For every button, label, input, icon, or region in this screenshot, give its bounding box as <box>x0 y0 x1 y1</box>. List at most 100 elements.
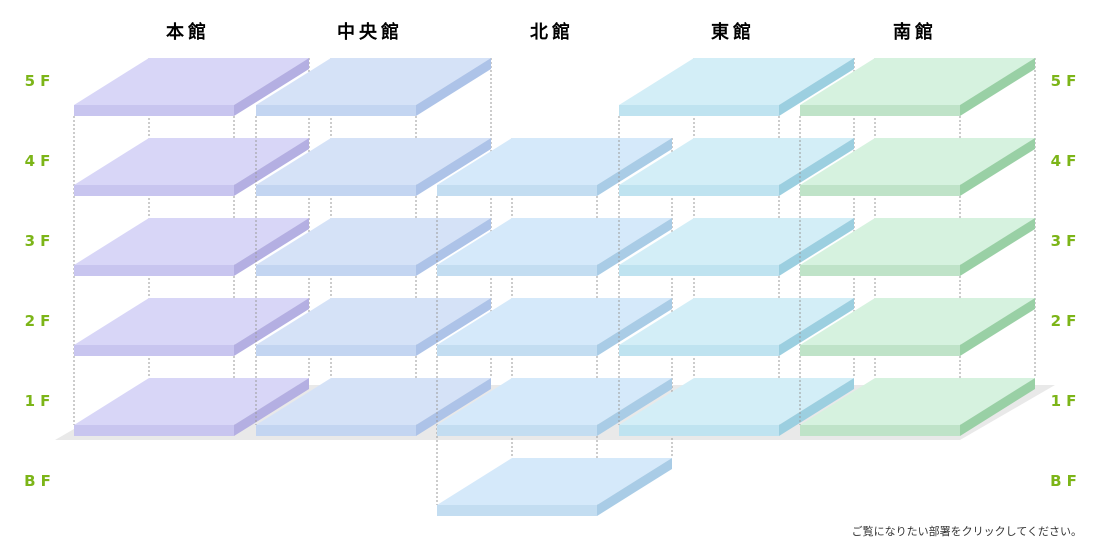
slab-side <box>234 138 309 196</box>
slab-front <box>619 345 779 356</box>
floor-slab-honkan-5f[interactable] <box>74 58 309 116</box>
floor-slab-chuo-3f[interactable] <box>256 218 491 276</box>
slab-top <box>256 218 491 265</box>
slab-front <box>74 425 234 436</box>
slab-side <box>779 218 854 276</box>
floor-slab-kita-1f[interactable] <box>437 378 672 436</box>
slab-front <box>437 265 597 276</box>
floor-slab-honkan-1f[interactable] <box>74 378 309 436</box>
floor-slab-higashi-1f[interactable] <box>619 378 854 436</box>
slab-top <box>619 298 854 345</box>
floor-label-left-1f: 1F <box>24 392 56 410</box>
building-title-honkan: 本館 <box>166 22 210 43</box>
slab-front <box>437 505 597 516</box>
slab-front <box>256 265 416 276</box>
slab-side <box>416 298 491 356</box>
floor-label-right-4f: 4F <box>1050 152 1082 170</box>
floor-slab-minami-5f[interactable] <box>800 58 1035 116</box>
slab-top <box>619 58 854 105</box>
slab-side <box>960 138 1035 196</box>
floor-slab-kita-4f[interactable] <box>437 138 672 196</box>
floor-slab-chuo-2f[interactable] <box>256 298 491 356</box>
slab-front <box>800 345 960 356</box>
slab-top <box>256 58 491 105</box>
floor-label-left-bf: BF <box>24 472 56 490</box>
slab-front <box>619 105 779 116</box>
slab-top <box>800 378 1035 425</box>
instruction-note: ご覧になりたい部署をクリックしてください。 <box>851 525 1082 538</box>
floor-slab-honkan-2f[interactable] <box>74 298 309 356</box>
floor-slab-minami-3f[interactable] <box>800 218 1035 276</box>
floor-label-left-5f: 5F <box>24 72 56 90</box>
slab-front <box>256 425 416 436</box>
floor-slab-higashi-2f[interactable] <box>619 298 854 356</box>
slab-top <box>74 138 309 185</box>
slab-side <box>779 298 854 356</box>
slab-top <box>619 378 854 425</box>
slab-top <box>74 298 309 345</box>
slab-side <box>416 58 491 116</box>
floor-slab-chuo-5f[interactable] <box>256 58 491 116</box>
slab-top <box>800 138 1035 185</box>
slab-front <box>619 265 779 276</box>
floor-slab-higashi-4f[interactable] <box>619 138 854 196</box>
floor-slab-minami-4f[interactable] <box>800 138 1035 196</box>
slab-top <box>74 58 309 105</box>
slab-side <box>779 378 854 436</box>
floor-slab-honkan-4f[interactable] <box>74 138 309 196</box>
slab-side <box>416 378 491 436</box>
slab-top <box>437 298 672 345</box>
slab-front <box>800 265 960 276</box>
slab-side <box>779 58 854 116</box>
floor-slab-higashi-5f[interactable] <box>619 58 854 116</box>
slab-front <box>256 345 416 356</box>
floor-slab-higashi-3f[interactable] <box>619 218 854 276</box>
slab-top <box>256 298 491 345</box>
floor-slab-kita-2f[interactable] <box>437 298 672 356</box>
slab-top <box>800 298 1035 345</box>
slab-top <box>437 378 672 425</box>
slab-front <box>800 185 960 196</box>
floor-label-right-5f: 5F <box>1050 72 1082 90</box>
slab-front <box>74 105 234 116</box>
building-title-kita: 北館 <box>530 22 574 43</box>
slab-side <box>416 218 491 276</box>
slab-front <box>74 265 234 276</box>
slab-side <box>416 138 491 196</box>
building-title-higashi: 東館 <box>711 22 755 43</box>
slab-top <box>256 378 491 425</box>
slab-top <box>74 218 309 265</box>
building-title-chuo: 中央館 <box>337 22 403 43</box>
floor-slab-minami-2f[interactable] <box>800 298 1035 356</box>
slab-top <box>437 218 672 265</box>
slab-side <box>597 138 672 196</box>
floor-slab-chuo-4f[interactable] <box>256 138 491 196</box>
slab-side <box>597 298 672 356</box>
slab-side <box>234 58 309 116</box>
slab-top <box>437 138 672 185</box>
slab-top <box>619 218 854 265</box>
slab-side <box>597 218 672 276</box>
floor-label-right-bf: BF <box>1050 472 1082 490</box>
slab-side <box>234 378 309 436</box>
slab-side <box>779 138 854 196</box>
floor-slab-kita-bf[interactable] <box>437 458 672 516</box>
slab-top <box>800 218 1035 265</box>
slab-front <box>74 345 234 356</box>
slab-side <box>597 458 672 516</box>
floor-slab-chuo-1f[interactable] <box>256 378 491 436</box>
floor-slab-kita-3f[interactable] <box>437 218 672 276</box>
floor-slab-minami-1f[interactable] <box>800 378 1035 436</box>
slab-side <box>234 218 309 276</box>
slab-side <box>960 298 1035 356</box>
floor-slab-honkan-3f[interactable] <box>74 218 309 276</box>
slab-side <box>597 378 672 436</box>
slab-side <box>960 378 1035 436</box>
slab-top <box>74 378 309 425</box>
slab-side <box>234 298 309 356</box>
slab-side <box>960 218 1035 276</box>
slab-top <box>800 58 1035 105</box>
slab-front <box>619 185 779 196</box>
slab-front <box>800 105 960 116</box>
